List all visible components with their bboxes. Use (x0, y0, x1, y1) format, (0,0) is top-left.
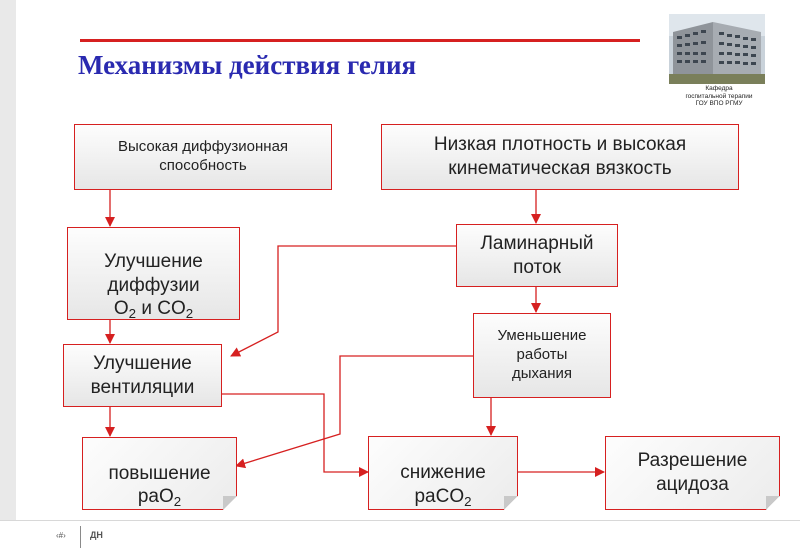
pao2-subscript: 2 (173, 494, 182, 510)
diffusion-line-3: O2 и CO2 (113, 298, 194, 322)
node-low-density: Низкая плотность и высокая кинематическа… (381, 124, 739, 190)
node-reduced-work-label: Уменьшение работы дыхания (497, 327, 587, 382)
footer-divider (0, 520, 800, 521)
node-high-diffusion: Высокая диффузионная способность (74, 124, 332, 190)
title-underline (80, 39, 640, 42)
paco2-line-1: снижение (400, 462, 486, 484)
node-ventilation-improvement-label: Улучшение вентиляции (90, 352, 195, 398)
node-pao2-increase-label: повышение paO2 (108, 438, 210, 509)
arrow-reduced-work-to-pao2 (235, 355, 473, 469)
o2-subscript: 2 (128, 306, 137, 322)
slide-title: Механизмы действия гелия (78, 50, 417, 80)
left-margin-bar (0, 0, 16, 520)
caption-line: ГОУ ВПО РГМУ (695, 100, 743, 107)
footer (0, 520, 800, 554)
node-low-density-label: Низкая плотность и высокая кинематическа… (433, 134, 687, 179)
department-caption: Кафедра госпитальной терапии ГОУ ВПО РГМ… (660, 85, 778, 108)
arrow-ventilation-to-paco2 (222, 393, 369, 477)
caption-line: Кафедра (705, 85, 733, 92)
node-paco2-decrease-label: снижение paCO2 (400, 437, 486, 508)
node-high-diffusion-label: Высокая диффузионная способность (117, 138, 289, 174)
paco2-line-2: paCO2 (414, 486, 471, 507)
pao2-symbol: paO (137, 486, 174, 508)
node-reduced-work: Уменьшение работы дыхания (473, 313, 611, 398)
o2-symbol: O (113, 298, 129, 320)
co2-subscript: 2 (185, 306, 194, 322)
node-paco2-decrease: снижение paCO2 (368, 436, 518, 510)
paco2-symbol: paCO (414, 485, 465, 507)
node-acidosis-resolution-label: Разрешение ацидоза (637, 450, 748, 495)
hospital-building-logo (669, 14, 765, 84)
pao2-line-1: повышение (108, 462, 211, 484)
co2-symbol: и CO (136, 298, 186, 320)
footer-separator (80, 526, 81, 548)
paco2-subscript: 2 (464, 493, 472, 509)
node-diffusion-improvement-label: Улучшение диффузии O2 и CO2 (104, 226, 203, 321)
node-acidosis-resolution: Разрешение ацидоза (605, 436, 780, 510)
node-laminar-flow-label: Ламинарный поток (480, 232, 594, 278)
diffusion-line-1: Улучшение (104, 250, 203, 272)
diffusion-line-2: диффузии (107, 274, 200, 296)
footer-initials: ДН (90, 530, 103, 540)
slide-number: ‹#› (56, 531, 66, 540)
caption-line: госпитальной терапии (685, 92, 753, 100)
pao2-line-2: paO2 (138, 486, 181, 507)
arrow-laminar-to-ventilation (230, 245, 456, 357)
node-pao2-increase: повышение paO2 (82, 437, 237, 510)
node-laminar-flow: Ламинарный поток (456, 224, 618, 287)
node-diffusion-improvement: Улучшение диффузии O2 и CO2 (67, 227, 240, 320)
node-ventilation-improvement: Улучшение вентиляции (63, 344, 222, 407)
